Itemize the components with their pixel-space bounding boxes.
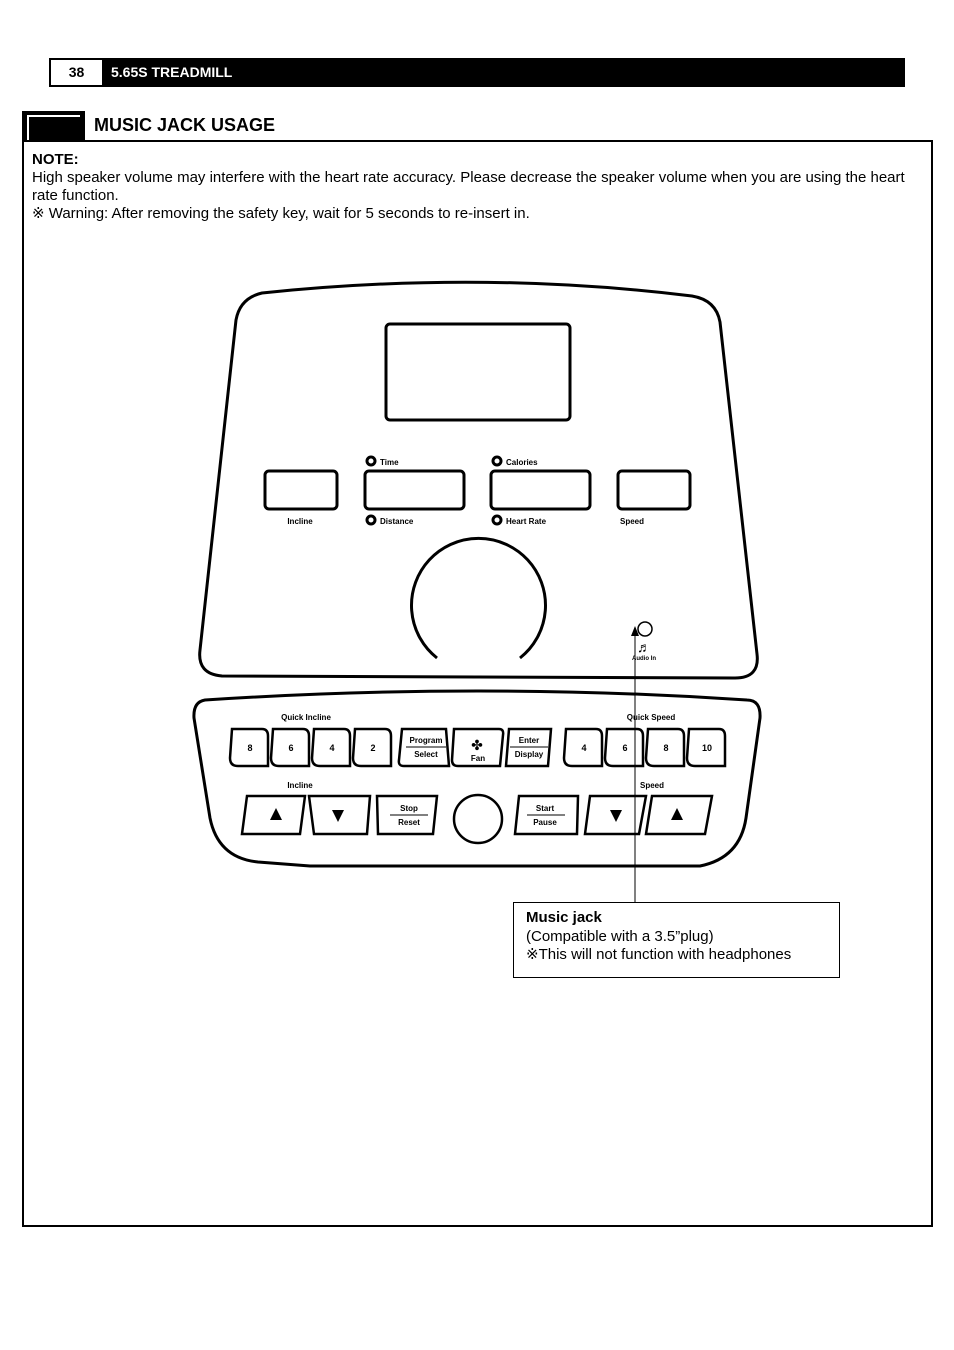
callout-title: Music jack	[526, 909, 602, 926]
svg-text:Program: Program	[410, 736, 443, 745]
quick-incline-key-4-label: 4	[329, 743, 334, 753]
speaker	[410, 536, 547, 660]
speed-down-icon	[610, 810, 622, 822]
enter-display-button[interactable]	[504, 727, 553, 768]
quick-incline-key-6-label: 6	[288, 743, 293, 753]
page-number: 38	[51, 60, 102, 85]
callout-line2: ※This will not function with headphones	[526, 946, 792, 963]
manual-title: 5.65S TREADMILL	[111, 64, 233, 80]
label-quick-incline: Quick Incline	[281, 713, 331, 722]
quick-incline-key-2[interactable]	[351, 727, 393, 768]
led-heart-rate	[491, 514, 503, 526]
led-calories	[491, 455, 503, 467]
svg-text:Display: Display	[515, 750, 544, 759]
label-heart-rate: Heart Rate	[506, 517, 547, 526]
label-calories: Calories	[506, 458, 538, 467]
callout-line1: (Compatible with a 3.5”plug)	[526, 927, 714, 945]
fan-icon: ✤	[471, 737, 483, 753]
safety-key	[452, 793, 504, 845]
led-distance	[365, 514, 377, 526]
speed-window	[616, 469, 692, 511]
svg-text:Fan: Fan	[471, 754, 485, 763]
quick-speed-key-10-label: 10	[702, 743, 712, 753]
svg-text:Stop: Stop	[400, 804, 418, 813]
note-block: NOTE: High speaker volume may interfere …	[32, 151, 912, 223]
quick-speed-key-6-label: 6	[622, 743, 627, 753]
quick-speed-key-4[interactable]	[562, 727, 604, 768]
svg-text:Start: Start	[536, 804, 555, 813]
incline-up-icon	[270, 808, 282, 820]
quick-speed-key-10[interactable]	[685, 727, 727, 768]
speed-up-icon	[671, 808, 683, 820]
quick-incline-key-2-label: 2	[370, 743, 375, 753]
program-select-button[interactable]	[397, 727, 451, 768]
music-jack-callout: Music jack (Compatible with a 3.5”plug) …	[513, 902, 840, 978]
note-text: High speaker volume may interfere with t…	[32, 169, 905, 204]
incline-down-icon	[332, 810, 344, 822]
incline-up-button[interactable]	[240, 794, 307, 836]
label-time: Time	[380, 458, 399, 467]
quick-incline-keys: 8 6 4 2	[228, 727, 393, 768]
audio-jack	[637, 621, 653, 637]
quick-incline-key-8-label: 8	[247, 743, 252, 753]
callout-arrow	[631, 626, 639, 636]
keypad-housing	[192, 689, 762, 868]
incline-down-button[interactable]	[307, 794, 372, 836]
page-header: 38 5.65S TREADMILL	[49, 58, 905, 87]
label-distance: Distance	[380, 517, 414, 526]
label-speed-window: Speed	[620, 517, 644, 526]
label-audio-in: Audio In	[632, 656, 656, 662]
incline-window	[263, 469, 339, 511]
svg-text:Select: Select	[414, 750, 438, 759]
lcd-screen	[384, 322, 572, 422]
led-time	[365, 455, 377, 467]
fan-button[interactable]	[450, 727, 505, 768]
svg-text:Pause: Pause	[533, 818, 557, 827]
content-box	[22, 140, 933, 1227]
section-tab	[22, 111, 85, 141]
quick-incline-key-8[interactable]	[228, 727, 270, 768]
calories-window	[489, 469, 592, 511]
section-title: MUSIC JACK USAGE	[94, 115, 276, 135]
label-quick-speed: Quick Speed	[627, 713, 676, 722]
quick-incline-key-4[interactable]	[310, 727, 352, 768]
start-pause-button[interactable]	[513, 794, 580, 836]
quick-speed-key-6[interactable]	[603, 727, 645, 768]
quick-speed-key-4-label: 4	[581, 743, 586, 753]
quick-speed-key-8[interactable]	[644, 727, 686, 768]
quick-speed-keys: 4 6 8 10	[562, 727, 727, 768]
warning-text: ※ Warning: After removing the safety key…	[32, 205, 530, 222]
speed-down-button[interactable]	[583, 794, 648, 836]
time-window	[363, 469, 466, 511]
svg-text:Reset: Reset	[398, 818, 420, 827]
stop-reset-button[interactable]	[375, 794, 439, 836]
note-label: NOTE:	[32, 151, 79, 168]
music-note-icon: ♬	[637, 639, 651, 655]
svg-text:Enter: Enter	[519, 736, 539, 745]
display-housing	[198, 280, 759, 680]
speed-up-button[interactable]	[644, 794, 714, 836]
label-incline-window: Incline	[287, 517, 313, 526]
label-incline: Incline	[287, 781, 313, 790]
quick-speed-key-8-label: 8	[663, 743, 668, 753]
label-speed: Speed	[640, 781, 664, 790]
quick-incline-key-6[interactable]	[269, 727, 311, 768]
